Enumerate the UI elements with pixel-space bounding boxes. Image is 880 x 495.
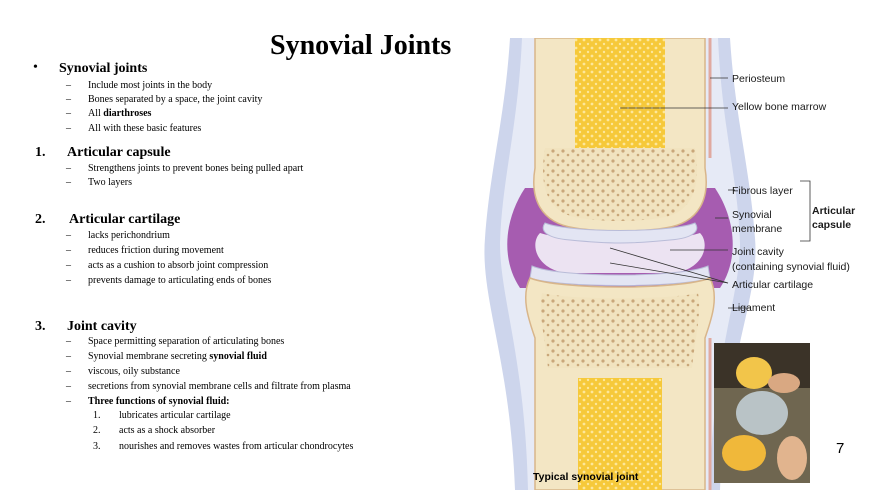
section-bullet: • bbox=[33, 60, 38, 75]
numbered-item: 2.acts as a shock absorber bbox=[93, 425, 216, 436]
section-heading-joint-cavity: Joint cavity bbox=[67, 319, 137, 334]
section-heading-synovial-joints: Synovial joints bbox=[59, 61, 148, 76]
label-containing-synovial-fluid: (containing synovial fluid) bbox=[732, 261, 850, 273]
list-item: –Two layers bbox=[66, 177, 133, 188]
synovial-joint-diagram: Periosteum Yellow bone marrow Fibrous la… bbox=[484, 38, 855, 490]
section-number: 2. bbox=[35, 212, 46, 227]
numbered-item: 3.nourishes and removes wastes from arti… bbox=[93, 441, 354, 452]
page-number: 7 bbox=[836, 440, 845, 457]
label-yellow-bone-marrow: Yellow bone marrow bbox=[732, 101, 827, 113]
label-membrane: membrane bbox=[732, 223, 782, 235]
section-number: 1. bbox=[35, 145, 46, 160]
label-periosteum: Periosteum bbox=[732, 73, 785, 85]
section-heading-articular-capsule: Articular capsule bbox=[67, 145, 171, 160]
list-item: –Include most joints in the body bbox=[66, 80, 213, 91]
articular-cartilage-upper bbox=[542, 222, 698, 244]
label-articular-capsule-1: Articular bbox=[812, 205, 855, 217]
list-item: –viscous, oily substance bbox=[66, 366, 180, 377]
numbered-item: 1.lubricates articular cartilage bbox=[93, 410, 231, 421]
list-item: –Bones separated by a space, the joint c… bbox=[66, 94, 263, 105]
label-joint-cavity: Joint cavity bbox=[732, 246, 785, 258]
list-item: –Space permitting separation of articula… bbox=[66, 336, 285, 347]
section-heading-articular-cartilage: Articular cartilage bbox=[69, 212, 181, 227]
list-item: –prevents damage to articulating ends of… bbox=[66, 275, 272, 286]
list-item: –acts as a cushion to absorb joint compr… bbox=[66, 260, 269, 271]
list-item: –Synovial membrane secreting synovial fl… bbox=[66, 351, 267, 362]
label-articular-cartilage: Articular cartilage bbox=[732, 279, 813, 291]
diagram-caption: Typical synovial joint bbox=[533, 471, 639, 483]
section-number: 3. bbox=[35, 319, 46, 334]
slide-title: Synovial Joints bbox=[270, 30, 452, 61]
list-item: –secretions from synovial membrane cells… bbox=[66, 381, 351, 392]
label-ligament: Ligament bbox=[732, 302, 775, 314]
list-item: –All diarthroses bbox=[66, 108, 152, 119]
list-item: –All with these basic features bbox=[66, 123, 202, 134]
label-fibrous-layer: Fibrous layer bbox=[732, 185, 793, 197]
joint-cavity bbox=[535, 233, 705, 273]
list-item: –reduces friction during movement bbox=[66, 245, 224, 256]
list-item: –Three functions of synovial fluid: bbox=[66, 396, 230, 407]
label-synovial: Synovial bbox=[732, 209, 772, 221]
demo-photo bbox=[714, 343, 810, 483]
list-item: –Strengthens joints to prevent bones bei… bbox=[66, 163, 304, 174]
label-articular-capsule-2: capsule bbox=[812, 219, 851, 231]
list-item: –lacks perichondrium bbox=[66, 230, 170, 241]
